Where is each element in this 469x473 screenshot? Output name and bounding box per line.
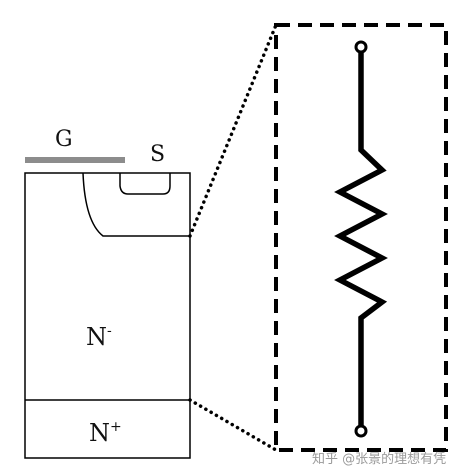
p-body-region bbox=[82, 172, 190, 237]
gate-label: G bbox=[55, 127, 73, 152]
source-label: S bbox=[150, 142, 165, 167]
zoom-box bbox=[274, 23, 448, 452]
watermark-text: 知乎 @张景的理想有凭 bbox=[312, 451, 446, 467]
zoom-connector-top bbox=[188, 23, 278, 238]
device-body bbox=[24, 172, 191, 459]
resistor-symbol bbox=[334, 40, 388, 438]
n-minus-label: N- bbox=[86, 323, 112, 351]
n-plus-source-region bbox=[119, 173, 171, 195]
resistor-zigzag bbox=[334, 52, 388, 426]
resistor-terminal-top bbox=[354, 40, 368, 54]
zoom-connector-bottom bbox=[188, 398, 278, 452]
n-plus-label: N+ bbox=[89, 419, 122, 447]
resistor-terminal-bottom bbox=[354, 424, 368, 438]
gate-electrode bbox=[25, 157, 125, 163]
